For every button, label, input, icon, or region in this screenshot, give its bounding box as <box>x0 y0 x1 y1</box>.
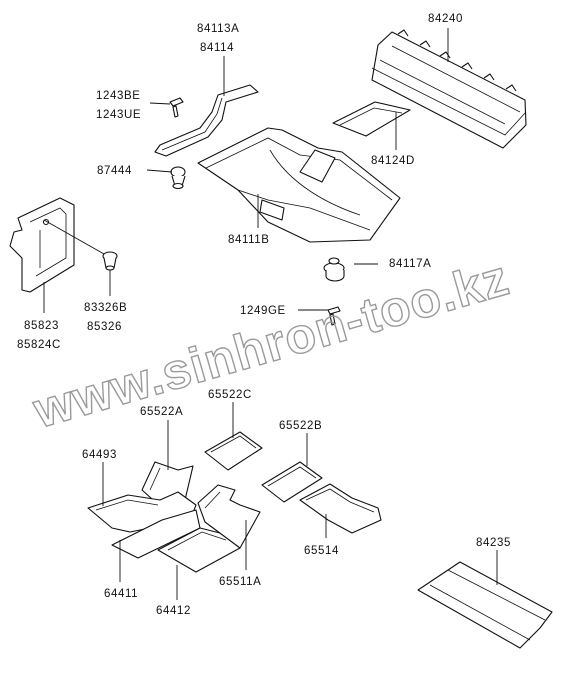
mat-65522B <box>261 461 323 503</box>
label-1243BE: 1243BE <box>96 90 141 102</box>
label-84240: 84240 <box>428 13 463 25</box>
label-65522B: 65522B <box>279 420 322 432</box>
mat-64411 <box>87 491 201 559</box>
label-84117A: 84117A <box>389 258 431 270</box>
part-84113A-bracket <box>154 84 259 157</box>
fastener-83326B <box>102 251 118 271</box>
label-64411: 64411 <box>104 588 138 600</box>
grommet-84117A <box>323 257 345 282</box>
part-labels: 84240 84113A 84114 1243BE 1243UE 87444 8… <box>17 13 511 617</box>
label-85824C: 85824C <box>17 339 61 351</box>
label-1249GE: 1249GE <box>240 305 286 317</box>
label-1243UE: 1243UE <box>96 109 141 121</box>
label-84124D: 84124D <box>371 155 415 167</box>
part-84111B-floor-pan <box>197 127 401 243</box>
label-84113A: 84113A <box>197 23 239 35</box>
label-64493: 64493 <box>82 449 117 461</box>
label-65511A: 65511A <box>219 576 261 588</box>
bolt-1249GE <box>327 306 341 326</box>
label-84235: 84235 <box>476 537 511 549</box>
part-84240-crossmember <box>371 29 527 149</box>
label-65522A: 65522A <box>140 406 183 418</box>
mat-65514 <box>299 483 382 534</box>
label-84114: 84114 <box>200 42 234 54</box>
bolt-1243BE <box>169 97 184 118</box>
label-65514: 65514 <box>304 545 339 557</box>
watermark: www.sinhron-too.kz <box>27 249 515 438</box>
label-64412: 64412 <box>156 605 191 617</box>
label-65522C: 65522C <box>208 389 252 401</box>
label-84111B: 84111B <box>228 234 270 246</box>
label-83326B: 83326B <box>84 302 127 314</box>
clip-87444 <box>170 166 186 190</box>
label-85823: 85823 <box>24 320 59 332</box>
part-84124D-pad <box>332 101 411 137</box>
part-85823-side-panel <box>9 197 75 293</box>
label-85326: 85326 <box>87 321 122 333</box>
leader-lines <box>43 28 498 600</box>
mat-65522C <box>204 431 263 471</box>
part-84235-crossmember <box>417 561 553 649</box>
mat-65511A <box>197 484 261 549</box>
label-87444: 87444 <box>97 165 132 177</box>
